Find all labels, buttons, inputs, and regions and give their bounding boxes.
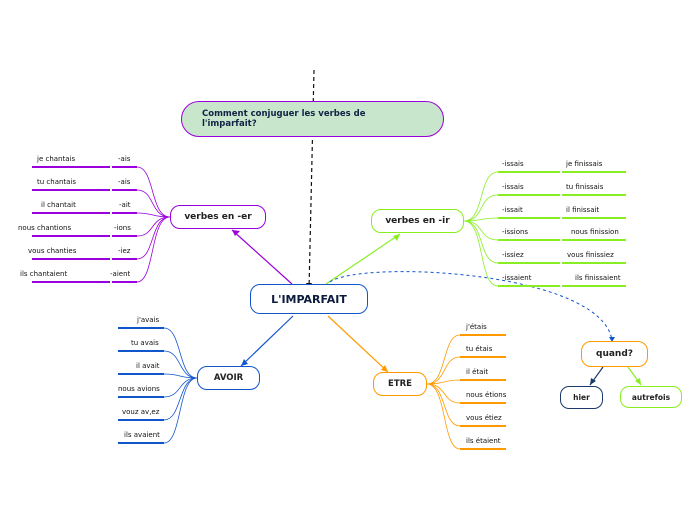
ir-ending-3: -issait <box>502 206 523 214</box>
etre-form-6: ils étaient <box>466 437 501 445</box>
er-branch-curve <box>136 189 171 218</box>
etre-branch-curve <box>426 356 461 385</box>
avoir-form-1: j'avais <box>137 316 160 324</box>
ir-ending-2: -issais <box>502 183 524 191</box>
er-ending-4: -ions <box>114 224 131 232</box>
avoir-branch-curve <box>163 327 198 379</box>
ir-branch-curve <box>463 220 499 264</box>
etre-branch-curve <box>426 379 461 385</box>
hier-label: hier <box>573 393 590 402</box>
quand-title: quand? <box>596 349 633 359</box>
center-node[interactable]: L'IMPARFAIT <box>250 284 368 314</box>
er-branch-curve <box>136 216 171 237</box>
er-ending-6: -aient <box>110 270 131 278</box>
etre-node[interactable]: ETRE <box>373 372 427 396</box>
ir-verb-1: je finissais <box>566 160 603 168</box>
arrowhead <box>241 359 248 366</box>
avoir-form-3: il avait <box>136 362 160 370</box>
er-verb-3: il chantait <box>41 201 76 209</box>
ir-ending-4: -issions <box>502 228 529 236</box>
arrowhead <box>635 378 641 385</box>
etre-form-2: tu étais <box>466 345 493 353</box>
etre-branch-curve <box>426 334 461 385</box>
ir-connector <box>325 233 401 285</box>
ir-branch-curve <box>463 220 499 241</box>
er-branch-curve <box>136 216 171 283</box>
autrefois-node[interactable]: autrefois <box>620 386 682 408</box>
hier-node[interactable]: hier <box>560 386 603 409</box>
arrowhead <box>393 234 400 241</box>
er-ending-3: -ait <box>119 201 131 209</box>
ir-branch-curve <box>463 194 499 222</box>
er-verb-2: tu chantais <box>37 178 77 186</box>
question-node[interactable]: Comment conjuguer les verbes de l'imparf… <box>181 101 444 137</box>
etre-connector <box>327 315 389 373</box>
center-title: L'IMPARFAIT <box>271 292 347 306</box>
er-branch-curve <box>136 216 171 260</box>
ir-branch-curve <box>463 220 499 287</box>
ir-ending-6: -issaient <box>502 274 532 282</box>
ir-verb-4: nous finission <box>571 228 619 236</box>
etre-title: ETRE <box>388 379 412 389</box>
avoir-title: AVOIR <box>213 373 244 383</box>
etre-branch-curve <box>426 383 461 450</box>
er-branch-curve <box>136 212 171 218</box>
er-ending-1: -ais <box>118 155 131 163</box>
avoir-form-2: tu avais <box>131 339 159 347</box>
etre-form-4: nous étions <box>466 391 507 399</box>
arrowhead <box>232 230 240 236</box>
etre-form-5: vous étiez <box>466 414 502 422</box>
arrowhead <box>381 365 388 372</box>
ir-title: verbes en -ir <box>385 216 450 226</box>
etre-form-3: il était <box>466 368 489 376</box>
ir-node[interactable]: verbes en -ir <box>371 209 464 233</box>
avoir-branch-curve <box>163 350 198 379</box>
avoir-form-4: nous avions <box>118 385 160 393</box>
quand-node[interactable]: quand? <box>581 341 648 367</box>
ir-verb-6: ils finissaient <box>575 274 621 282</box>
question-text: Comment conjuguer les verbes de l'imparf… <box>202 109 366 129</box>
ir-branch-curve <box>463 217 499 222</box>
avoir-branch-curve <box>163 377 198 421</box>
avoir-branch-curve <box>163 373 198 379</box>
avoir-node[interactable]: AVOIR <box>197 366 260 390</box>
er-branch-curve <box>136 166 171 218</box>
arrowhead <box>609 337 615 342</box>
er-verb-4: nous chantions <box>18 224 72 232</box>
etre-branch-curve <box>426 383 461 427</box>
ir-ending-1: -issais <box>502 160 524 168</box>
er-connector <box>231 229 293 285</box>
er-verb-6: ils chantaient <box>20 270 68 278</box>
ir-ending-5: -issiez <box>502 251 524 259</box>
avoir-form-6: ils avaient <box>124 431 160 439</box>
avoir-branch-curve <box>163 377 198 398</box>
avoir-form-5: vouz av,ez <box>122 408 160 416</box>
etre-form-1: j'étais <box>466 323 487 331</box>
er-node[interactable]: verbes en -er <box>170 205 266 229</box>
ir-verb-5: vous finissiez <box>567 251 614 259</box>
avoir-connector <box>240 315 294 367</box>
ir-verb-3: il finissait <box>566 206 600 214</box>
ir-verb-2: tu finissais <box>566 183 604 191</box>
er-ending-2: -ais <box>118 178 131 186</box>
er-title: verbes en -er <box>184 212 252 222</box>
er-verb-1: je chantais <box>37 155 76 163</box>
ir-branch-curve <box>463 171 499 222</box>
avoir-branch-curve <box>163 377 198 444</box>
autrefois-label: autrefois <box>631 392 671 402</box>
er-ending-5: -iez <box>118 247 131 255</box>
er-verb-5: vous chanties <box>28 247 77 255</box>
etre-branch-curve <box>426 383 461 404</box>
arrowhead <box>590 378 596 385</box>
